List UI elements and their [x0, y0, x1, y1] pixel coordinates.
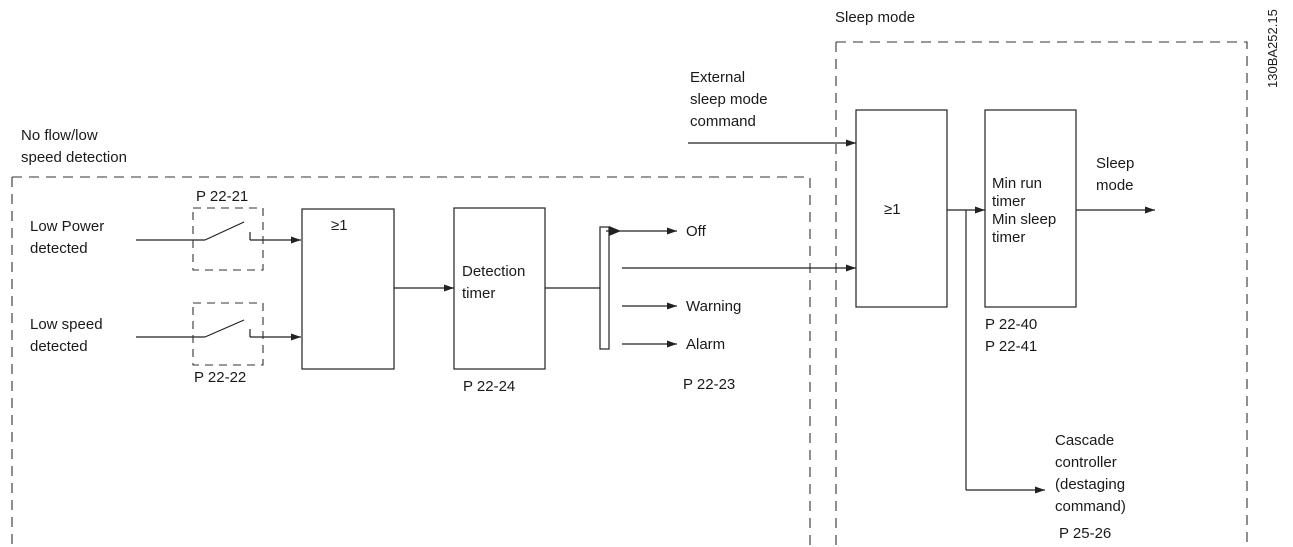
- no-flow-title-line1: No flow/low: [21, 127, 98, 144]
- p-22-21-label: P 22-21: [196, 188, 248, 205]
- external-command-line3: command: [690, 113, 756, 130]
- low-power-switch-blade: [204, 221, 245, 241]
- sleep-mode-title: Sleep mode: [835, 9, 915, 26]
- cascade-label-line2: controller: [1055, 454, 1117, 471]
- p-22-24-label: P 22-24: [463, 378, 515, 395]
- low-speed-label-line2: detected: [30, 338, 88, 355]
- detection-timer-box: [453, 207, 546, 370]
- low-speed-switch-blade: [204, 319, 245, 338]
- min-sleep-label-line1: Min sleep: [992, 211, 1056, 228]
- min-run-label-line1: Min run: [992, 175, 1042, 192]
- output-selector-bar: [599, 226, 610, 350]
- p-22-23-label: P 22-23: [683, 376, 735, 393]
- selector-pointer: [609, 226, 621, 236]
- cascade-label-line4: command): [1055, 498, 1126, 515]
- low-power-label-line2: detected: [30, 240, 88, 257]
- p-22-40-label: P 22-40: [985, 316, 1037, 333]
- sleep-region-border: [835, 41, 1248, 545]
- p-25-26-label: P 25-26: [1059, 525, 1111, 542]
- or-gate-sleep-label: ≥1: [884, 201, 901, 218]
- or-gate-detection: [301, 208, 395, 370]
- output-alarm-label: Alarm: [686, 336, 725, 353]
- or-gate-sleep: [855, 109, 948, 308]
- detection-timer-label-line1: Detection: [462, 263, 525, 280]
- external-command-line2: sleep mode: [690, 91, 768, 108]
- p-22-22-label: P 22-22: [194, 369, 246, 386]
- p-22-22-switch-box: [192, 302, 264, 366]
- cascade-label-line3: (destaging: [1055, 476, 1125, 493]
- p-22-21-switch-box: [192, 207, 264, 271]
- p-22-41-label: P 22-41: [985, 338, 1037, 355]
- sleep-output-label-line1: Sleep: [1096, 155, 1134, 172]
- external-command-line1: External: [690, 69, 745, 86]
- min-run-sleep-timer-box: [984, 109, 1077, 308]
- or-gate-detection-label: ≥1: [331, 217, 348, 234]
- detection-region-border: [11, 176, 811, 545]
- low-speed-label-line1: Low speed: [30, 316, 103, 333]
- document-id: 130BA252.15: [1265, 9, 1280, 88]
- output-warning-label: Warning: [686, 298, 741, 315]
- output-off-label: Off: [686, 223, 707, 240]
- low-power-label-line1: Low Power: [30, 218, 104, 235]
- min-sleep-label-line2: timer: [992, 229, 1025, 246]
- detection-timer-label-line2: timer: [462, 285, 495, 302]
- min-run-label-line2: timer: [992, 193, 1025, 210]
- cascade-label-line1: Cascade: [1055, 432, 1114, 449]
- no-flow-title-line2: speed detection: [21, 149, 127, 166]
- sleep-output-label-line2: mode: [1096, 177, 1134, 194]
